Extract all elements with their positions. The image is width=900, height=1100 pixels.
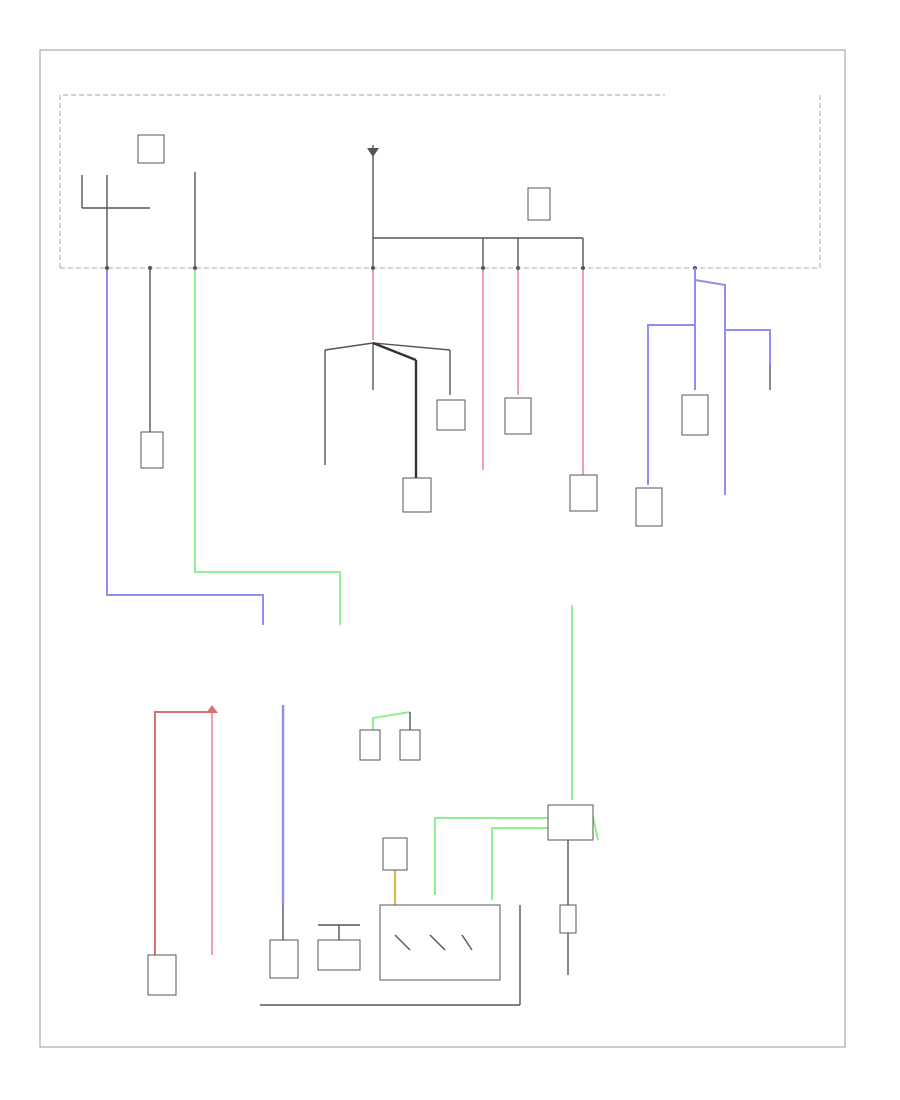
component-yellow — [382, 837, 408, 871]
fuse-box-outline — [59, 94, 821, 269]
splice-373 — [324, 341, 451, 478]
relay-1 — [137, 134, 165, 164]
connector-3 — [559, 904, 577, 934]
wire-green-left — [194, 270, 341, 625]
fuse-c — [504, 397, 532, 435]
connector-junction — [547, 804, 594, 841]
wire-blue-right — [647, 268, 771, 495]
component-bottom-2 — [317, 939, 361, 971]
splice-red — [206, 705, 218, 713]
switch-assembly — [379, 904, 501, 981]
wire-blue-left — [106, 270, 264, 625]
component-lower-left — [147, 954, 177, 996]
fuse-a — [436, 399, 466, 431]
fuse-box-internal — [81, 134, 697, 270]
fuse-b — [402, 477, 432, 513]
diagram-frame — [39, 49, 846, 1048]
component-150 — [140, 431, 164, 469]
wire-red-lower — [154, 711, 212, 955]
ignition-switch-arrow — [367, 148, 379, 157]
wire-green-right — [434, 605, 599, 900]
connector-1 — [359, 729, 381, 761]
component-bottom-1 — [269, 939, 299, 979]
component-right-1 — [681, 394, 709, 436]
connector-2 — [399, 729, 421, 761]
fuse-d — [569, 474, 598, 512]
component-right-2 — [635, 487, 663, 527]
relay-2 — [527, 187, 551, 221]
